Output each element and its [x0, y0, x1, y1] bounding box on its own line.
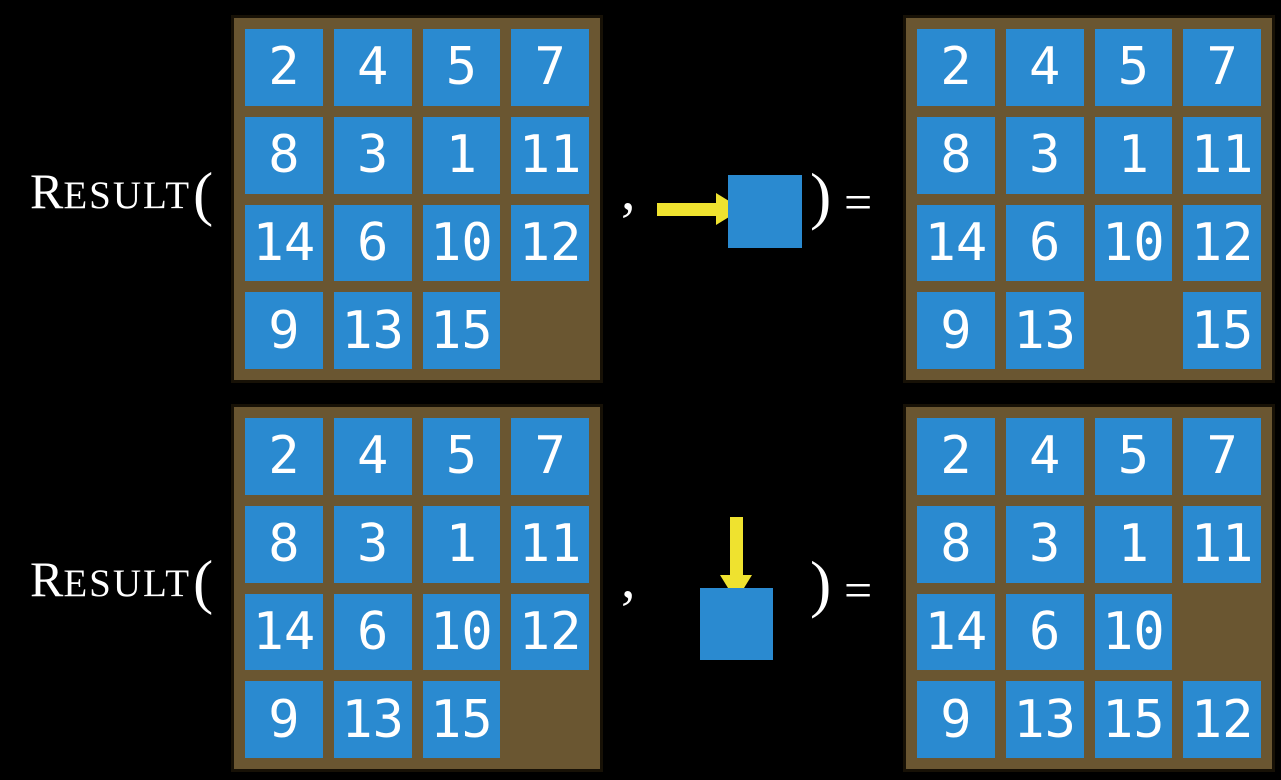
empty-cell [511, 292, 589, 369]
puzzle-tile: 7 [511, 29, 589, 106]
puzzle-tile: 6 [1005, 204, 1084, 282]
puzzle-tile: 11 [1183, 505, 1261, 583]
puzzle-tile: 13 [333, 292, 412, 369]
comma: , [621, 545, 636, 610]
puzzle-tile: 12 [511, 593, 589, 671]
puzzle-tile: 8 [245, 505, 323, 583]
equals-sign: = [844, 562, 873, 618]
puzzle-tile: 11 [511, 116, 589, 194]
open-paren: ( [193, 549, 214, 615]
puzzle-tile: 14 [245, 593, 323, 671]
puzzle-tile: 15 [422, 681, 501, 758]
result-function-label: RESULT( [30, 552, 213, 612]
puzzle-tile: 6 [333, 204, 412, 282]
empty-cell [511, 681, 589, 758]
puzzle-tile: 3 [1005, 505, 1084, 583]
close-paren: ) [810, 548, 832, 619]
moved-tile-square-row2 [700, 588, 773, 660]
puzzle-tile: 3 [333, 116, 412, 194]
puzzle-tile: 8 [245, 116, 323, 194]
puzzle-tile: 3 [1005, 116, 1084, 194]
moved-tile-square-row1 [728, 175, 802, 248]
puzzle-tile: 7 [511, 418, 589, 495]
puzzle-tile: 2 [245, 418, 323, 495]
puzzle-tile: 12 [511, 204, 589, 282]
puzzle-tile: 4 [1005, 29, 1084, 106]
puzzle-tile: 2 [917, 29, 995, 106]
puzzle-tile: 8 [917, 116, 995, 194]
result-function-label: RESULT( [30, 164, 213, 224]
puzzle-tile: 6 [333, 593, 412, 671]
puzzle-tile: 2 [917, 418, 995, 495]
puzzle-tile: 5 [1094, 29, 1173, 106]
puzzle-tile: 7 [1183, 29, 1261, 106]
puzzle-tile: 11 [1183, 116, 1261, 194]
down-arrow-icon [730, 517, 743, 577]
puzzle-tile: 13 [333, 681, 412, 758]
puzzle-tile: 3 [333, 505, 412, 583]
puzzle-tile: 9 [245, 292, 323, 369]
puzzle-tile: 15 [422, 292, 501, 369]
puzzle-tile: 9 [245, 681, 323, 758]
puzzle-tile: 1 [1094, 505, 1173, 583]
puzzle-tile: 10 [422, 204, 501, 282]
function-name-initial: R [30, 163, 64, 219]
puzzle-tile: 10 [1094, 593, 1173, 671]
close-paren: ) [810, 160, 832, 231]
puzzle-tile: 8 [917, 505, 995, 583]
puzzle-tile: 1 [422, 505, 501, 583]
comma: , [621, 157, 636, 222]
open-paren: ( [193, 161, 214, 227]
function-name-initial: R [30, 551, 64, 607]
puzzle-tile: 4 [333, 29, 412, 106]
puzzle-tile: 12 [1183, 204, 1261, 282]
puzzle-tile: 15 [1183, 292, 1261, 369]
empty-cell [1183, 594, 1261, 671]
puzzle-tile: 1 [422, 116, 501, 194]
function-name-rest: ESULT [63, 562, 192, 605]
puzzle-tile: 2 [245, 29, 323, 106]
puzzle-tile: 14 [917, 593, 995, 671]
puzzle-tile: 9 [917, 681, 995, 758]
right-arrow-icon [657, 203, 718, 216]
puzzle-tile: 14 [245, 204, 323, 282]
empty-cell [1095, 292, 1173, 369]
puzzle-tile: 5 [422, 418, 501, 495]
function-name-rest: ESULT [63, 174, 192, 217]
puzzle-tile: 9 [917, 292, 995, 369]
puzzle-tile: 10 [1094, 204, 1173, 282]
puzzle-tile: 6 [1005, 593, 1084, 671]
puzzle-tile: 13 [1005, 681, 1084, 758]
puzzle-tile: 4 [333, 418, 412, 495]
puzzle-tile: 14 [917, 204, 995, 282]
puzzle-tile: 11 [511, 505, 589, 583]
puzzle-tile: 7 [1183, 418, 1261, 495]
equals-sign: = [844, 174, 873, 230]
puzzle-tile: 10 [422, 593, 501, 671]
puzzle-tile: 5 [422, 29, 501, 106]
puzzle-tile: 1 [1094, 116, 1173, 194]
puzzle-tile: 5 [1094, 418, 1173, 495]
puzzle-tile: 15 [1094, 681, 1173, 758]
puzzle-tile: 4 [1005, 418, 1084, 495]
puzzle-tile: 12 [1183, 681, 1261, 758]
puzzle-tile: 13 [1005, 292, 1084, 369]
